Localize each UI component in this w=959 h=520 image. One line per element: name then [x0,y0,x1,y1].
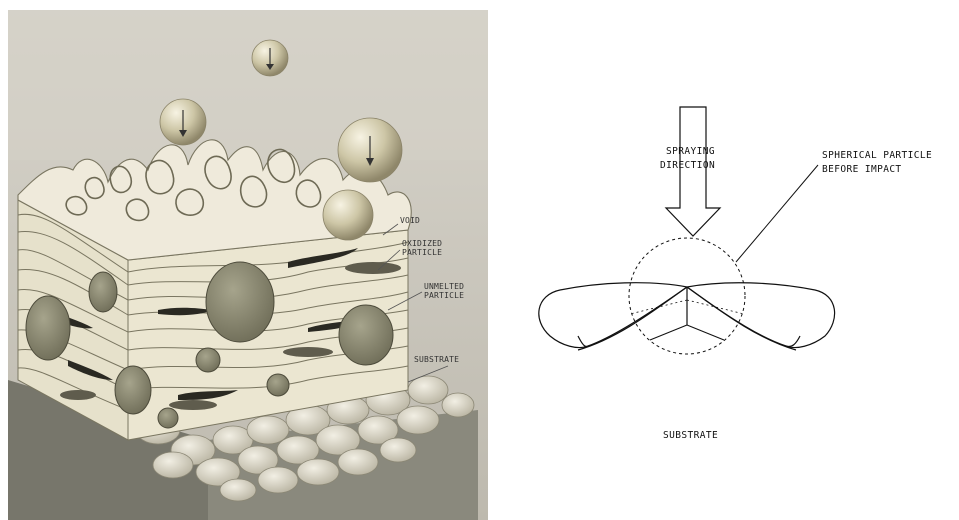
label-oxidized-line2: PARTICLE [402,248,442,257]
splat-base-left [650,325,687,340]
label-oxidized-line1: OXIDIZED [402,239,442,248]
spraying-direction-arrow [666,107,720,236]
label-spraying: SPRAYING [666,146,715,157]
label-substrate-right: SUBSTRATE [663,430,718,441]
label-spherical-particle: SPHERICAL PARTICLE [822,150,932,161]
particle-impact-svg: SPRAYING DIRECTION SPHERICAL PARTICLE BE… [500,0,959,520]
particle-impact-diagram: SPRAYING DIRECTION SPHERICAL PARTICLE BE… [500,0,959,520]
label-unmelted-line1: UNMELTED [424,282,464,291]
coating-cross-section-svg: VOID OXIDIZED PARTICLE UNMELTED PARTICLE… [8,10,488,520]
particle-label-leader [736,165,818,262]
coating-cross-section-illustration: VOID OXIDIZED PARTICLE UNMELTED PARTICLE… [8,10,488,520]
splat-base-right [687,325,724,340]
label-substrate-left: SUBSTRATE [414,355,459,364]
label-direction: DIRECTION [660,160,715,171]
label-void: VOID [400,216,420,225]
label-before-impact: BEFORE IMPACT [822,164,902,175]
droplet-impacting [323,190,373,240]
label-unmelted-line2: PARTICLE [424,291,464,300]
background-upper [8,10,488,160]
